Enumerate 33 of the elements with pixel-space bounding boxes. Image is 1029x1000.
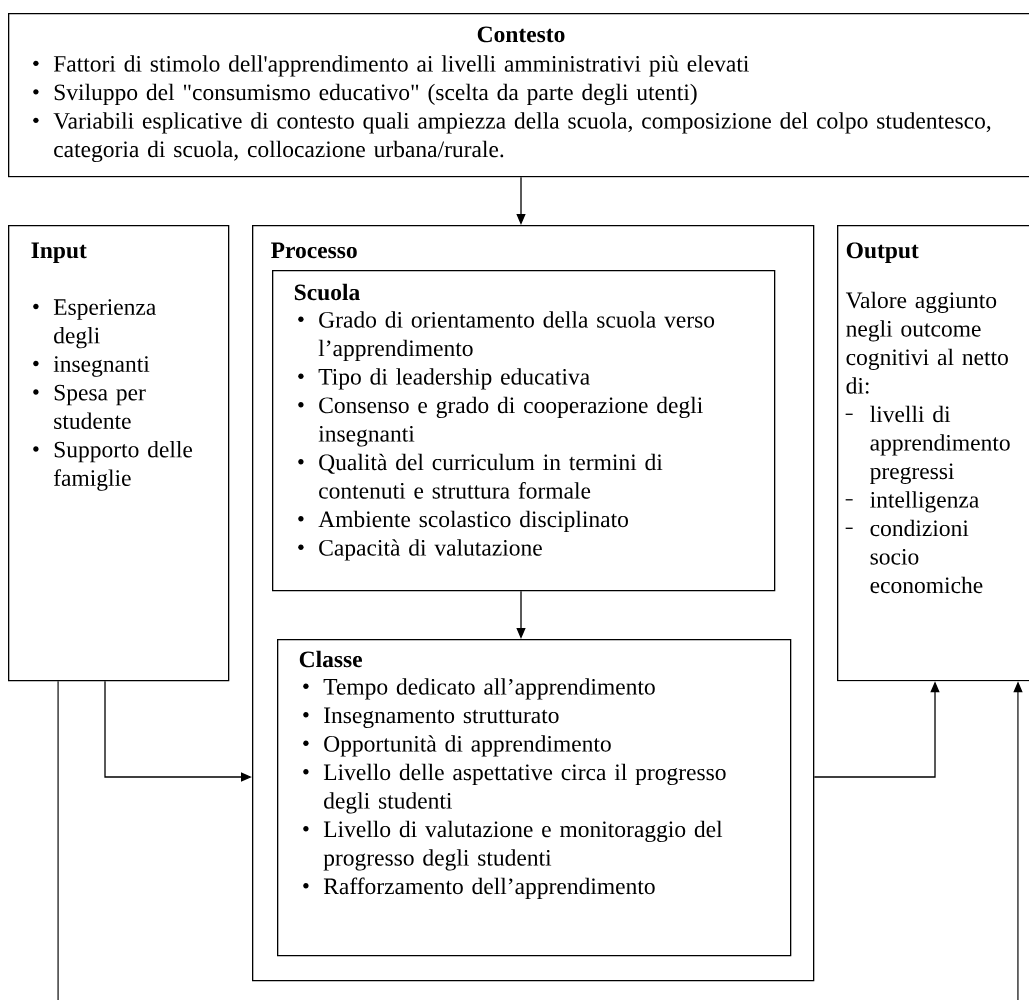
bullet-item: Variabili esplicative di contesto quali ampiezza della scuola, composizione del colpo studentesco, categoria di scuola, collocazione urbana/rurale. [33, 112, 991, 163]
bullet-item: Tempo dedicato all’apprendimento [303, 678, 655, 700]
process-box [837, 225, 1029, 682]
bullet-item: Opportunità di apprendimento [303, 735, 611, 757]
box-heading: Input [31, 242, 87, 263]
bullet-item: Insegnamento strutturato [303, 707, 559, 729]
bullet-item: Fattori di stimolo dell'apprendimento ai livelli amministrativi più elevati [33, 55, 749, 77]
process-box [252, 225, 815, 982]
box-heading: Classe [299, 650, 362, 668]
box-heading: Contesto [477, 26, 565, 43]
dash-item: condizioni socio economiche [845, 519, 983, 594]
bullet-item: Capacità di valutazione [298, 539, 542, 561]
bullet-item: Consenso e grado di cooperazione degli insegnanti [298, 396, 703, 447]
bullet-item: Qualità del curriculum in termini di contenuti e struttura formale [298, 453, 663, 499]
bullet-item: Ambiente scolastico disciplinato [298, 510, 628, 532]
bullet-item: Spesa per studente [33, 384, 146, 429]
box-heading: Output [846, 242, 919, 263]
bullet-item: Livello di valutazione e monitoraggio del progresso degli studenti [303, 820, 723, 871]
bullet-item: Supporto delle famiglie [33, 440, 193, 491]
bullet-item: Rafforzamento dell’apprendimento [303, 877, 655, 899]
bullet-item: Livello delle aspettative circa il progresso degli studenti [303, 763, 726, 814]
box-heading: Scuola [294, 283, 360, 301]
box-heading: Processo [271, 242, 357, 259]
bullet-item: Tipo di leadership educativa [298, 368, 590, 390]
process-box [277, 639, 792, 957]
process-box [272, 270, 776, 592]
bullet-item: Grado di orientamento della scuola verso l’apprendimento [298, 311, 715, 361]
process-box [8, 13, 1029, 178]
process-box [8, 225, 230, 682]
dash-item: intelligenza [845, 491, 979, 513]
bullet-item: insegnanti [33, 356, 150, 377]
body-text: Valore aggiunto negli outcome cognitivi al netto di: [845, 291, 1008, 394]
bullet-item: Sviluppo del "consumismo educativo" (scelta da parte degli utenti) [33, 83, 697, 106]
